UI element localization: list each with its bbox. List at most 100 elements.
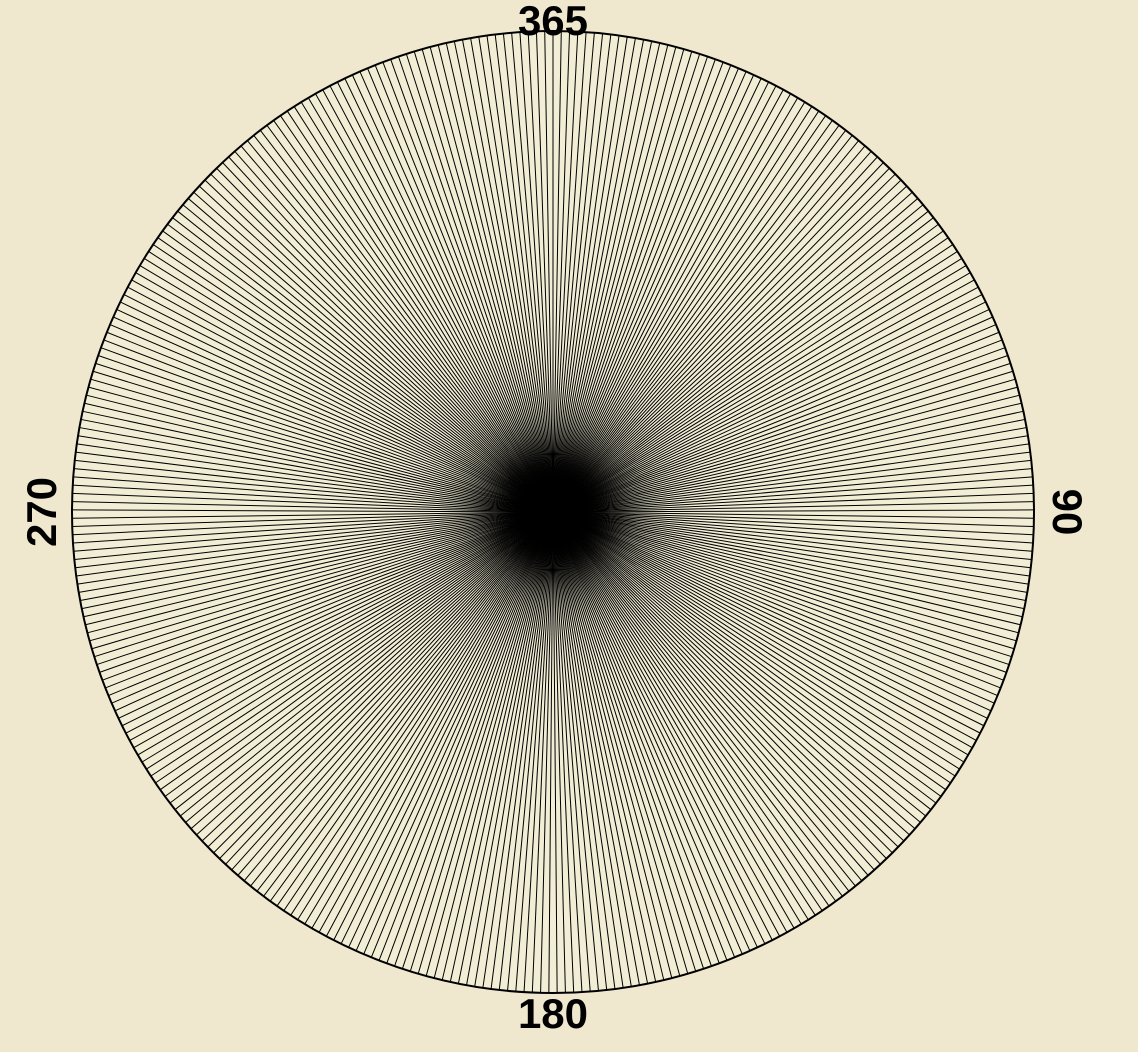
spoke-11 [552, 39, 645, 513]
spoke-60 [552, 265, 967, 513]
spoke-340 [351, 74, 554, 513]
spoke-54 [552, 223, 939, 513]
spoke-30 [552, 93, 791, 513]
spoke-18 [552, 53, 701, 513]
spoke-73 [552, 362, 1011, 513]
spoke-48 [552, 185, 908, 513]
spoke-145 [552, 511, 843, 897]
spoke-69 [552, 331, 1000, 513]
spoke-20 [552, 59, 716, 513]
spoke-213 [311, 511, 554, 929]
spoke-25 [552, 74, 755, 513]
spoke-165 [552, 511, 697, 972]
spoke-149 [552, 511, 816, 916]
spoke-296 [106, 331, 554, 513]
spoke-336 [322, 89, 554, 513]
spoke-4 [552, 32, 587, 513]
spoke-272 [72, 511, 554, 527]
spoke-253 [102, 511, 554, 681]
spoke-204 [378, 511, 554, 961]
spoke-44 [552, 162, 884, 513]
spoke-277 [72, 484, 554, 513]
spoke-153 [552, 511, 788, 933]
spoke-188 [507, 511, 554, 991]
spoke-80 [552, 418, 1026, 513]
spoke-77 [552, 394, 1020, 513]
spoke-326 [253, 135, 554, 513]
spoke-90 [552, 501, 1034, 513]
spoke-231 [196, 511, 554, 836]
spoke-307 [148, 251, 554, 513]
spoke-185 [531, 511, 554, 993]
spoke-26 [552, 78, 762, 513]
spoke-353 [453, 41, 554, 513]
spoke-45 [552, 167, 890, 513]
spoke-115 [552, 511, 995, 704]
spoke-325 [246, 140, 554, 513]
spoke-190 [490, 511, 554, 990]
spoke-138 [552, 511, 887, 859]
spoke-346 [397, 56, 554, 513]
spoke-74 [552, 370, 1014, 513]
spokes-group [71, 31, 1035, 993]
spoke-341 [359, 71, 554, 513]
spoke-23 [552, 68, 739, 513]
spoke-351 [437, 44, 554, 513]
spoke-42 [552, 150, 872, 513]
spoke-217 [283, 511, 554, 911]
spoke-264 [78, 511, 554, 593]
spoke-294 [100, 347, 554, 513]
spoke-164 [552, 511, 705, 969]
spoke-52 [552, 210, 929, 513]
spoke-16 [552, 48, 685, 513]
spoke-311 [167, 223, 554, 513]
spoke-189 [498, 511, 554, 991]
spoke-287 [84, 402, 554, 513]
spoke-125 [552, 511, 956, 777]
spoke-345 [390, 59, 554, 513]
spoke-47 [552, 179, 902, 513]
spoke-107 [552, 511, 1017, 642]
spoke-246 [125, 511, 554, 734]
spoke-194 [457, 511, 554, 984]
spoke-183 [548, 511, 554, 993]
spoke-156 [552, 511, 766, 945]
spoke-242 [141, 511, 554, 763]
spoke-216 [290, 511, 554, 916]
spoke-354 [461, 39, 554, 513]
spoke-305 [139, 265, 554, 513]
spoke-220 [263, 511, 554, 897]
spoke-262 [81, 511, 554, 610]
spoke-291 [92, 370, 554, 513]
tick-label-180: 180 [518, 990, 588, 1037]
spoke-61 [552, 272, 971, 513]
spoke-34 [552, 110, 820, 513]
spoke-62 [552, 279, 975, 513]
spoke-344 [382, 61, 554, 513]
spoke-114 [552, 511, 998, 697]
spoke-251 [108, 511, 554, 697]
spoke-205 [370, 511, 554, 958]
spoke-352 [445, 42, 554, 513]
spoke-43 [552, 156, 878, 513]
spoke-207 [355, 511, 554, 952]
spoke-24 [552, 71, 747, 513]
spoke-257 [91, 511, 554, 650]
spoke-228 [213, 511, 554, 854]
spoke-41 [552, 145, 866, 513]
spoke-271 [72, 511, 554, 536]
spoke-266 [76, 511, 554, 577]
spoke-315 [187, 198, 554, 513]
spoke-201 [401, 511, 554, 969]
spoke-329 [273, 120, 554, 513]
spoke-8 [552, 35, 620, 513]
spoke-136 [552, 511, 899, 848]
spoke-187 [515, 511, 554, 992]
spoke-131 [552, 511, 927, 817]
spoke-97 [552, 511, 1032, 561]
spoke-171 [552, 511, 649, 984]
spoke-318 [204, 179, 554, 513]
spoke-223 [243, 511, 554, 882]
spoke-72 [552, 355, 1008, 513]
